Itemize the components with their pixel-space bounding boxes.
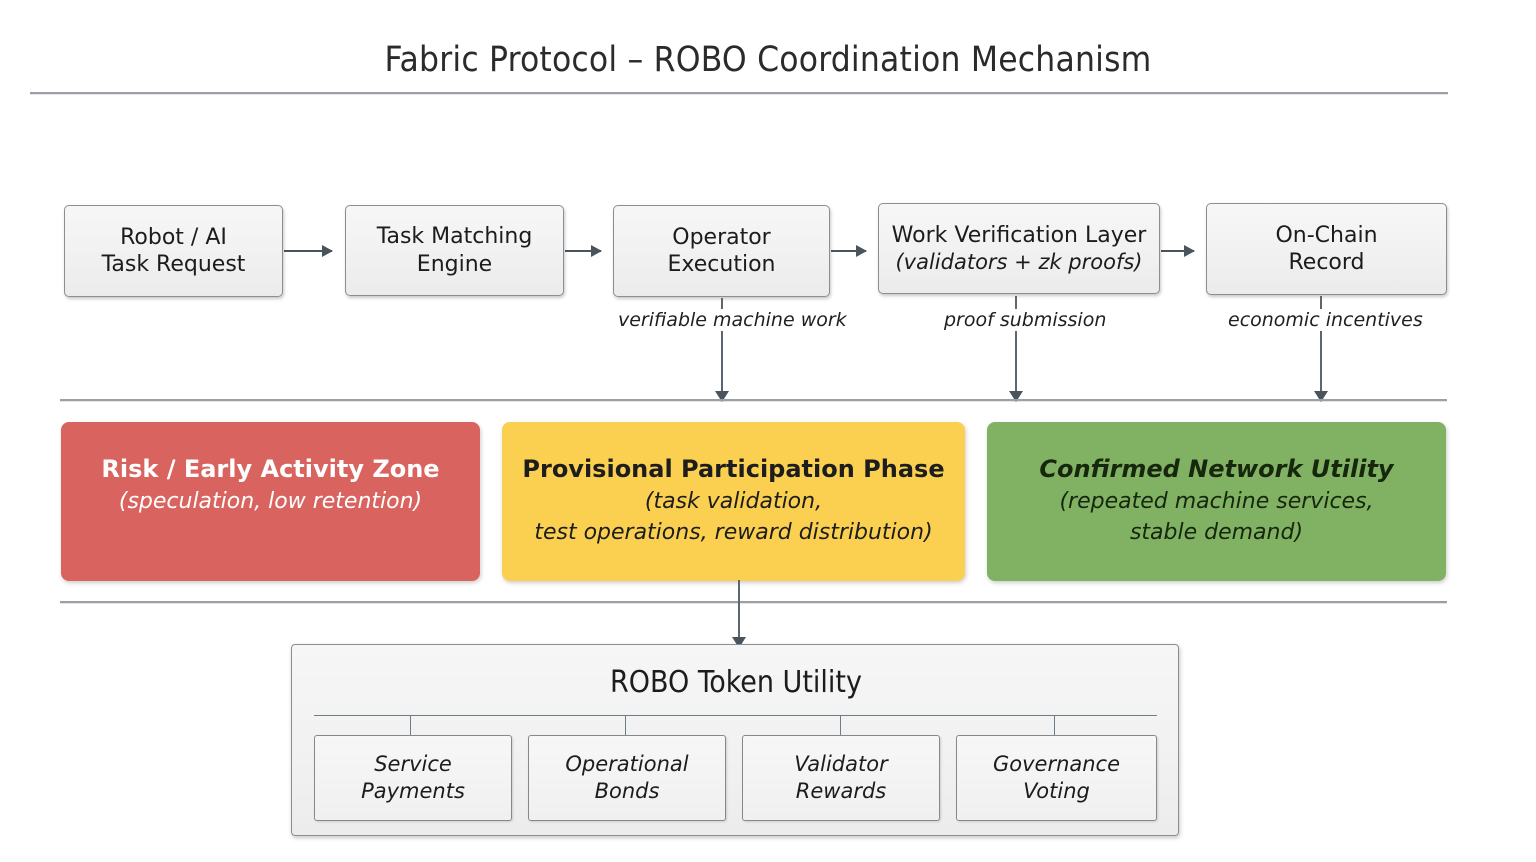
middle-divider-rule [60,399,1447,401]
stage-line-2: Execution [667,252,776,277]
token-utility-panel[interactable]: ROBO Token Utility Service Payments Oper… [291,644,1179,836]
zone-subtitle-line: stable demand) [1129,520,1304,546]
zone-title: Confirmed Network Utility [1039,455,1394,483]
flow-stage-task-matching-engine[interactable]: Task Matching Engine [345,205,564,296]
arrow-right-icon [1161,245,1195,257]
arrow-right-icon [565,245,602,257]
zone-title: Provisional Participation Phase [522,455,945,483]
flow-stage-robot-ai-task-request[interactable]: Robot / AI Task Request [64,205,283,297]
flow-stage-work-verification-layer[interactable]: Work Verification Layer (validators + zk… [878,203,1160,294]
token-item-line-1: Operational [565,752,689,777]
arrow-right-icon [831,245,867,257]
stage-line-2: Engine [416,251,493,277]
token-connector-bus [314,715,1157,716]
stage-line-1: On-Chain [1275,222,1378,248]
stage-line-2: (validators + zk proofs) [895,250,1143,275]
token-item-operational-bonds[interactable]: Operational Bonds [528,735,726,821]
edge-label-verifiable-machine-work: verifiable machine work [612,309,853,331]
token-connector-stub [840,716,841,735]
lower-divider-rule [60,601,1447,603]
token-item-line-2: Payments [361,779,465,803]
stage-line-1: Task Matching [376,224,533,250]
token-item-governance-voting[interactable]: Governance Voting [956,735,1157,821]
stage-line-2: Record [1288,250,1365,275]
flow-stage-on-chain-record[interactable]: On-Chain Record [1206,203,1447,295]
token-utility-title: ROBO Token Utility [610,665,862,700]
token-item-line-2: Rewards [795,779,887,803]
stage-line-1: Work Verification Layer [891,222,1147,248]
token-item-line-2: Voting [1023,779,1090,803]
token-connector-stub [1054,716,1055,735]
arrow-down-icon [1009,296,1023,402]
stage-line-1: Robot / AI [120,224,227,250]
zone-provisional-participation[interactable]: Provisional Participation Phase (task va… [502,422,965,581]
arrow-down-icon [1314,296,1328,402]
zone-subtitle-line: (task validation, [644,489,823,515]
arrow-down-icon [732,580,746,648]
token-item-line-1: Validator [794,752,888,777]
token-item-validator-rewards[interactable]: Validator Rewards [742,735,940,821]
edge-label-proof-submission: proof submission [938,309,1113,331]
edge-label-economic-incentives: economic incentives [1222,309,1429,331]
flow-stage-operator-execution[interactable]: Operator Execution [613,205,830,297]
token-connector-stub [625,716,626,735]
zone-title: Risk / Early Activity Zone [101,455,440,483]
title-divider-rule [30,92,1448,94]
stage-line-1: Operator [672,224,771,250]
zone-subtitle-line: test operations, reward distribution) [534,520,933,546]
zone-risk-early-activity[interactable]: Risk / Early Activity Zone (speculation,… [61,422,480,581]
token-item-line-2: Bonds [594,779,660,803]
token-item-line-1: Governance [992,752,1121,777]
page-title: Fabric Protocol – ROBO Coordination Mech… [384,40,1152,80]
token-item-line-1: Service [374,752,452,777]
arrow-down-icon [715,298,729,402]
stage-line-2: Task Request [101,252,246,277]
arrow-right-icon [284,245,333,257]
zone-subtitle-line: (speculation, low retention) [118,489,423,515]
zone-confirmed-network-utility[interactable]: Confirmed Network Utility (repeated mach… [987,422,1446,581]
token-connector-stub [410,716,411,735]
token-item-service-payments[interactable]: Service Payments [314,735,512,821]
zone-subtitle-line: (repeated machine services, [1059,489,1374,515]
